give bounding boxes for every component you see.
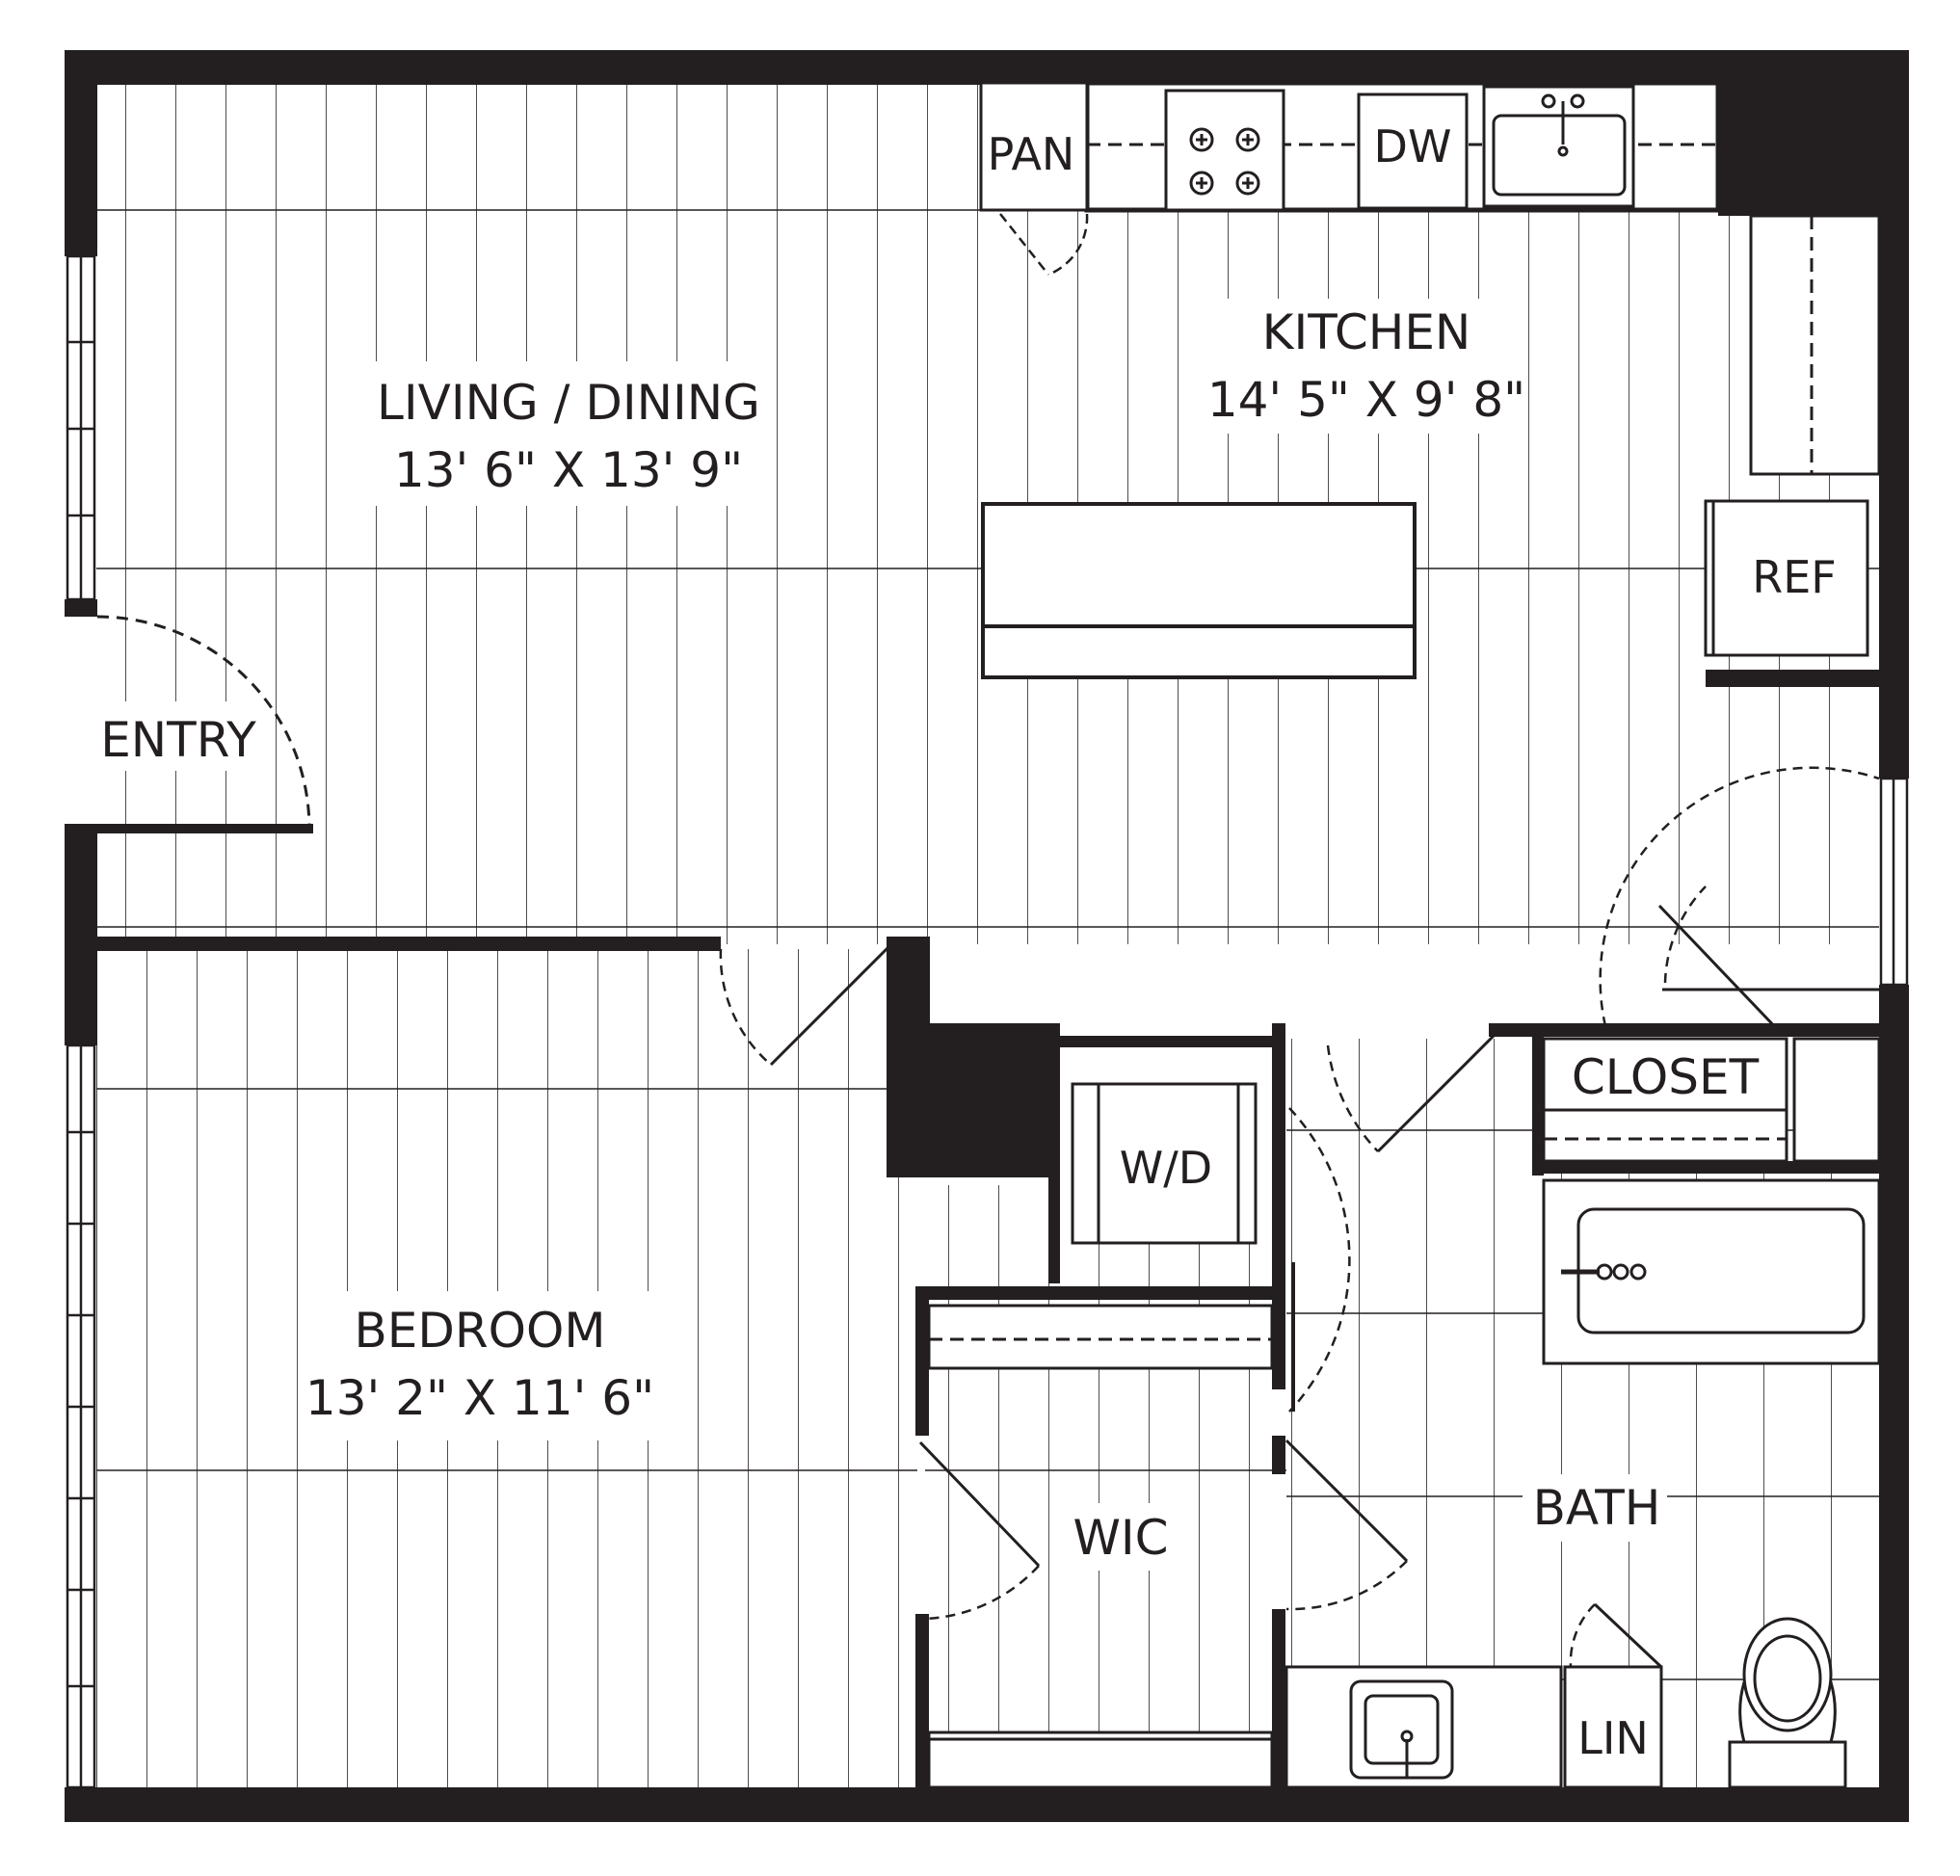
kitchen-island [981, 502, 1417, 679]
closet-door-leaf [1657, 904, 1783, 1035]
bedroom-name: BEDROOM [355, 1303, 606, 1359]
pantry-cabinet-right [1749, 214, 1881, 476]
pantry: PAN [979, 81, 1089, 277]
bath-wic-door [1285, 1439, 1409, 1611]
washer-dryer: W/D [1071, 1082, 1258, 1245]
window-right [1879, 777, 1909, 987]
wic-label: WIC [1073, 1510, 1168, 1566]
kitchen-name: KITCHEN [1262, 304, 1471, 360]
linen-closet: LIN [1563, 1602, 1663, 1789]
label-bedroom: BEDROOM 13' 2" X 11' 6" [305, 1291, 679, 1440]
closet-label: CLOSET [1572, 1049, 1760, 1105]
dishwasher: DW [1357, 92, 1469, 210]
bath-label: BATH [1533, 1480, 1661, 1536]
label-wic: WIC [1065, 1503, 1180, 1571]
hall-door [1599, 766, 1880, 1027]
toilet [1728, 1617, 1847, 1789]
label-kitchen: KITCHEN 14' 5" X 9' 8" [1207, 299, 1525, 434]
linen-label: LIN [1577, 1712, 1649, 1764]
entry-label: ENTRY [100, 712, 256, 768]
entry-door [65, 615, 313, 833]
range-stove [1164, 89, 1285, 212]
dishwasher-label: DW [1374, 120, 1452, 172]
refrigerator-label: REF [1752, 551, 1837, 603]
label-living: LIVING / DINING 13' 6" X 13' 9" [361, 361, 776, 506]
bathtub [1542, 1178, 1881, 1365]
pantry-label: PAN [988, 128, 1075, 180]
interior-walls [96, 670, 1879, 1792]
window-left-upper [66, 254, 96, 601]
bath-vanity [1285, 1665, 1563, 1789]
hall-closet: CLOSET [1542, 1037, 1881, 1163]
wic-shelving [927, 1304, 1274, 1789]
refrigerator: REF [1704, 499, 1869, 657]
kitchen-dims: 14' 5" X 9' 8" [1207, 372, 1525, 428]
exterior-walls [65, 50, 1909, 1822]
kitchen-sink [1482, 85, 1635, 208]
bedroom-dims: 13' 2" X 11' 6" [305, 1370, 654, 1426]
wic-door [918, 1440, 1041, 1621]
bedroom-door [719, 942, 893, 1067]
bath-door [1288, 1029, 1500, 1413]
label-entry: ENTRY [96, 701, 265, 771]
living-room-dims: 13' 6" X 13' 9" [394, 442, 743, 498]
label-bath: BATH [1523, 1474, 1667, 1542]
living-room-name: LIVING / DINING [377, 375, 760, 431]
washer-dryer-label: W/D [1120, 1142, 1212, 1194]
window-left-lower [66, 1044, 96, 1789]
